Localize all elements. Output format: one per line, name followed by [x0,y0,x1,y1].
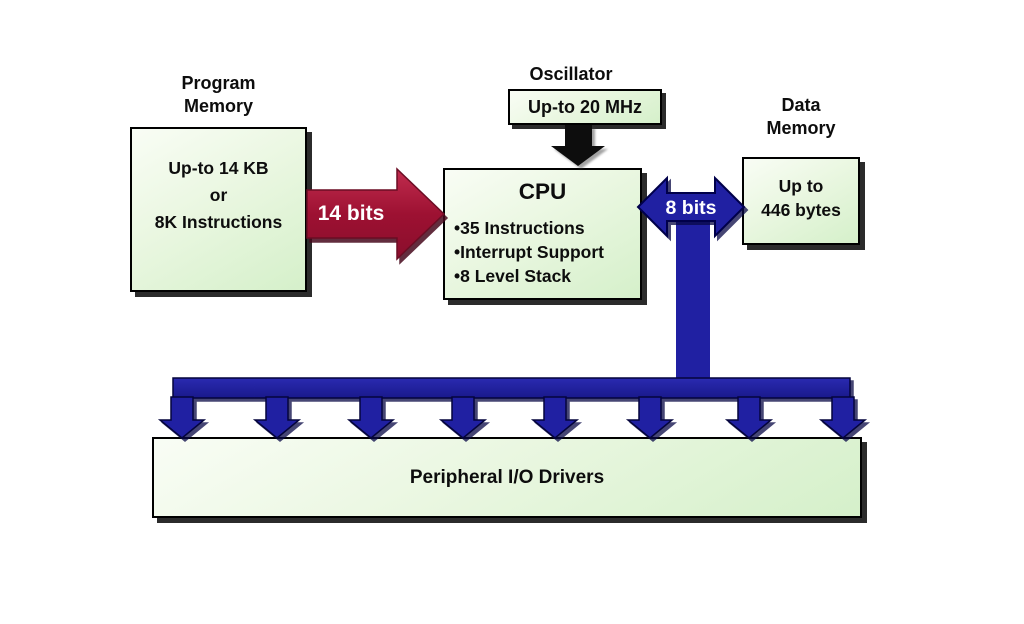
cpu-feature-list: •35 Instructions •Interrupt Support •8 L… [445,216,640,288]
cpu-to-peripheral-bus-stem [676,206,710,382]
peripheral-bus-bar [172,377,851,399]
cpu-feature-interrupt: •Interrupt Support [454,242,604,262]
program-memory-line3: 8K Instructions [154,212,283,232]
bus-8bits-label: 8 bits [665,197,717,219]
bus-down-arrow [625,396,675,439]
data-memory-box: Up to 446 bytes [742,157,860,245]
peripheral-bus [157,377,868,439]
oscillator-down-arrow [551,125,605,166]
program-memory-label-line2: Memory [183,96,254,116]
bus-down-arrow [818,396,868,439]
bus-down-arrow [346,396,396,439]
data-memory-label: Data Memory [742,94,860,140]
program-memory-line2: or [209,185,228,205]
bus-down-arrow [157,396,207,439]
program-memory-box: Up-to 14 KB or 8K Instructions [130,127,307,292]
data-memory-label-line2: Memory [766,118,836,138]
data-memory-line2: 446 bytes [761,200,841,220]
bus-down-arrow [530,396,580,439]
program-memory-label: Program Memory [130,72,307,118]
program-memory-label-line1: Program [181,73,256,93]
bus-14bits-label: 14 bits [317,202,385,225]
peripheral-io-drivers-box: Peripheral I/O Drivers [152,437,862,518]
program-memory-line1: Up-to 14 KB [168,158,269,178]
cpu-feature-instructions: •35 Instructions [454,218,585,238]
cpu-feature-stack: •8 Level Stack [454,266,572,286]
bus-down-arrow [724,396,774,439]
bus-down-arrow [438,396,488,439]
oscillator-label: Oscillator [529,64,613,84]
oscillator-box: Up-to 20 MHz [508,89,662,125]
oscillator-value: Up-to 20 MHz [528,96,642,117]
data-memory-line1: Up to [778,176,824,196]
cpu-title: CPU [518,179,567,204]
cpu-box: CPU •35 Instructions •Interrupt Support … [443,168,642,300]
data-memory-label-line1: Data [781,95,821,115]
bus-down-arrow [252,396,302,439]
peripheral-io-drivers-title: Peripheral I/O Drivers [409,466,605,488]
